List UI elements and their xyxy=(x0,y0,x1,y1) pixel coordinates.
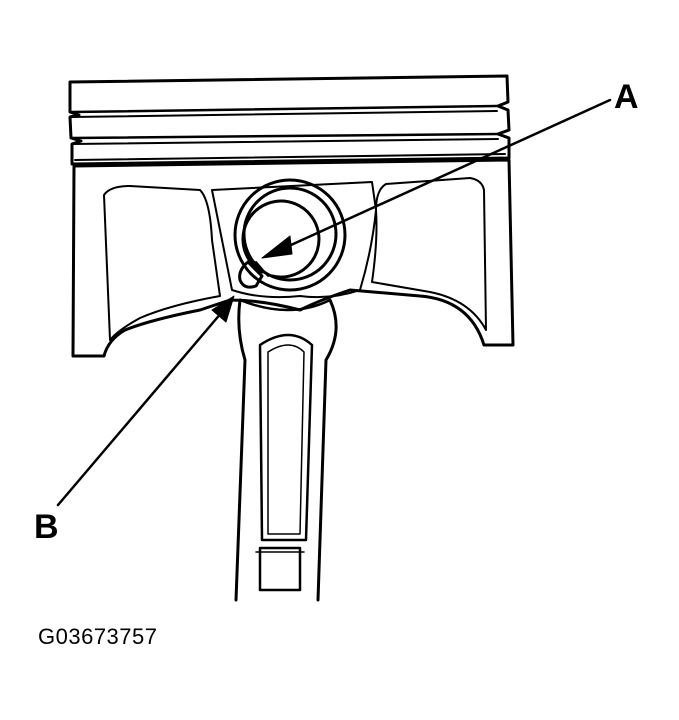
callout-label-b: B xyxy=(34,508,59,546)
leader-line-a xyxy=(261,98,612,259)
snap-ring-gap xyxy=(238,260,264,289)
figure-id: G03673757 xyxy=(38,624,158,649)
connecting-rod xyxy=(234,298,338,602)
arrowhead-b xyxy=(211,295,235,323)
callout-label-a: A xyxy=(614,78,639,116)
ring-groove-2 xyxy=(70,132,500,140)
piston-pin xyxy=(233,178,347,292)
snap-ring-inner xyxy=(241,199,321,279)
piston-skirt xyxy=(71,158,515,358)
leader-line-b xyxy=(56,295,235,507)
arrowhead-a xyxy=(261,235,293,259)
piston-crown xyxy=(68,74,511,166)
ring-groove-1 xyxy=(70,104,499,114)
pin-boss-outer xyxy=(233,178,347,292)
